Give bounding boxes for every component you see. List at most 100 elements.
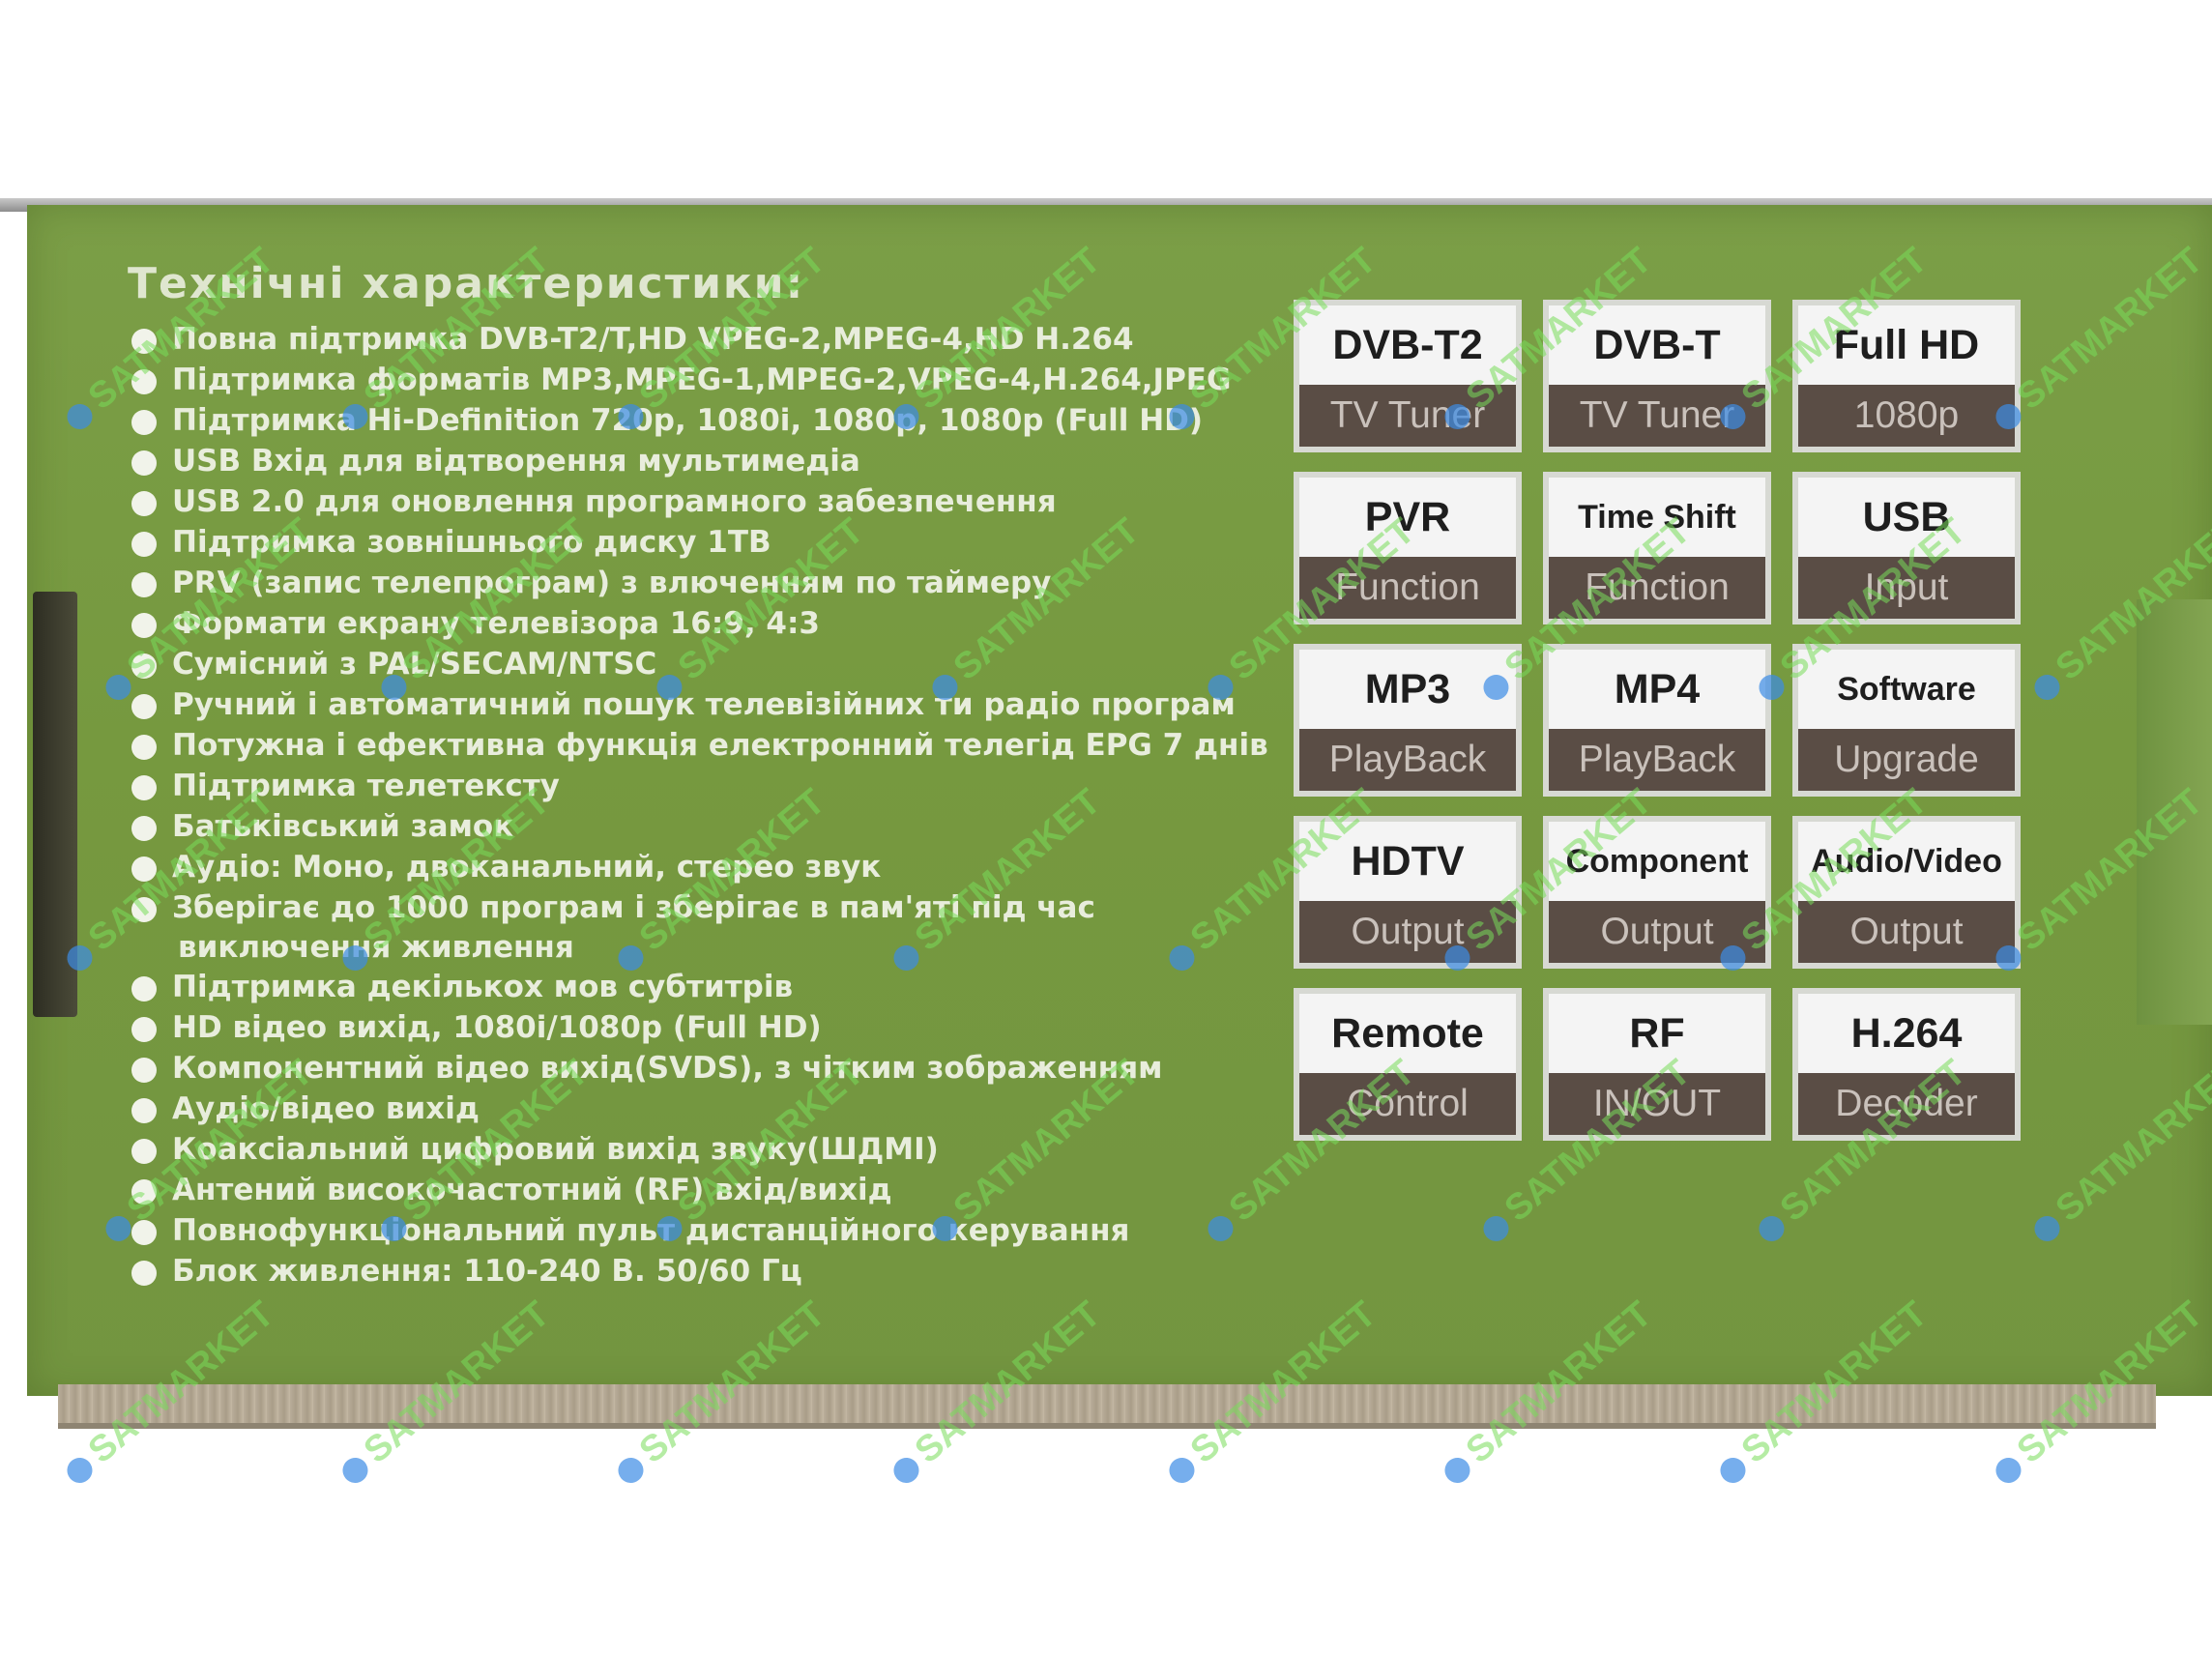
satellite-dish-icon <box>1715 1452 1751 1489</box>
spec-item: Підтримка декількох мов субтитрів <box>128 967 1288 1007</box>
box-right-flap <box>2137 599 2212 1025</box>
feature-sub: Output <box>1600 911 1714 952</box>
bullet-icon <box>131 450 157 476</box>
feature-name: Remote <box>1299 994 1516 1073</box>
bullet-icon <box>131 1220 157 1245</box>
spec-item: Повнофункціональний пульт дистанційного … <box>128 1210 1288 1251</box>
bullet-icon <box>131 1139 157 1164</box>
spec-text: Підтримка форматів MP3,MPEG-1,MPEG-2,VPE… <box>172 363 1232 397</box>
feature-sub: TV Tuner <box>1579 394 1735 436</box>
feature-name: HDTV <box>1299 822 1516 901</box>
feature-sub: Input <box>1864 566 1949 608</box>
feature-sub: TV Tuner <box>1329 394 1486 436</box>
feature-name: Time Shift <box>1549 478 1765 557</box>
spec-item: Зберігає до 1000 програм і зберігає в па… <box>128 887 1288 928</box>
spec-text: Аудіо/відео вихід <box>172 1091 480 1126</box>
bullet-icon <box>131 369 157 394</box>
spec-text-continuation: виключення живлення <box>178 930 574 965</box>
satellite-dish-icon <box>337 1452 373 1489</box>
spec-item: Підтримка телетексту <box>128 766 1288 806</box>
feature-name: USB <box>1798 478 2015 557</box>
feature-tile: USB Input <box>1792 472 2021 624</box>
feature-name: Software <box>1798 650 2015 729</box>
bullet-icon <box>131 976 157 1002</box>
satellite-dish-icon <box>1164 1452 1200 1489</box>
spec-text: Підтримка телетексту <box>172 769 560 803</box>
bullet-icon <box>131 1098 157 1123</box>
feature-name: DVB-T <box>1549 305 1765 385</box>
bullet-icon <box>131 491 157 516</box>
feature-name: H.264 <box>1798 994 2015 1073</box>
spec-text: Блок живлення: 110-240 В. 50/60 Гц <box>172 1254 802 1289</box>
feature-name: PVR <box>1299 478 1516 557</box>
bullet-icon <box>131 1179 157 1205</box>
spec-item: Сумісний з PAL/SECAM/NTSC <box>128 644 1288 684</box>
bullet-icon <box>131 897 157 922</box>
spec-text: USB 2.0 для оновлення програмного забезп… <box>172 484 1057 519</box>
spec-item: Аудіо/відео вихід <box>128 1089 1288 1129</box>
bullet-icon <box>131 775 157 800</box>
bullet-icon <box>131 1261 157 1286</box>
spec-item: Формати екрану телевізора 16:9, 4:3 <box>128 603 1288 644</box>
spec-item: Підтримка зовнішнього диску 1TB <box>128 522 1288 563</box>
spec-text: Підтримка декількох мов субтитрів <box>172 970 794 1004</box>
satellite-dish-icon <box>888 1452 924 1489</box>
spec-item: Антений високочастотний (RF) вхід/вихід <box>128 1170 1288 1210</box>
feature-name: Full HD <box>1798 305 2015 385</box>
spec-item: Підтримка форматів MP3,MPEG-1,MPEG-2,VPE… <box>128 360 1288 400</box>
spec-text: Антений високочастотний (RF) вхід/вихід <box>172 1173 892 1207</box>
feature-sub: Control <box>1347 1083 1469 1124</box>
spec-item: USB Вхід для відтворення мультимедіа <box>128 441 1288 481</box>
satellite-dish-icon <box>613 1452 649 1489</box>
spec-item: USB 2.0 для оновлення програмного забезп… <box>128 481 1288 522</box>
spec-list: Повна підтримка DVB-T2/T,HD VPEG-2,MPEG-… <box>128 319 1288 1292</box>
spec-item: PRV (запис телепрограм) з влюченням по т… <box>128 563 1288 603</box>
spec-text: Зберігає до 1000 програм і зберігає в па… <box>172 890 1095 925</box>
bullet-icon <box>131 735 157 760</box>
spec-text: Батьківський замок <box>172 809 514 844</box>
spec-item: Блок живлення: 110-240 В. 50/60 Гц <box>128 1251 1288 1292</box>
spec-text: Формати екрану телевізора 16:9, 4:3 <box>172 606 820 641</box>
feature-sub: Output <box>1849 911 1964 952</box>
spec-text: HD відео вихід, 1080i/1080p (Full HD) <box>172 1010 822 1045</box>
feature-sub: 1080p <box>1853 394 1960 436</box>
spec-item: HD відео вихід, 1080i/1080p (Full HD) <box>128 1007 1288 1048</box>
spec-text: Потужна і ефективна функція електронний … <box>172 728 1268 763</box>
specs-title: Технічні характеристики: <box>128 259 805 308</box>
feature-name: Audio/Video <box>1798 822 2015 901</box>
feature-sub: IN/OUT <box>1592 1083 1722 1124</box>
feature-name: DVB-T2 <box>1299 305 1516 385</box>
spec-item: Компонентний відео вихід(SVDS), з чітким… <box>128 1048 1288 1089</box>
spec-text: Аудіо: Моно, двоканальний, стерео звук <box>172 850 882 885</box>
feature-grid: DVB-T2 TV Tuner DVB-T TV Tuner Full HD 1080… <box>1294 300 2028 1141</box>
spec-item: Підтримка Hi-Definition 720p, 1080i, 108… <box>128 400 1288 441</box>
feature-sub: Output <box>1351 911 1465 952</box>
spec-text: Повнофункціональний пульт дистанційного … <box>172 1213 1130 1248</box>
spec-text: Компонентний відео вихід(SVDS), з чітким… <box>172 1051 1163 1086</box>
spec-text: Підтримка зовнішнього диску 1TB <box>172 525 771 560</box>
bullet-icon <box>131 329 157 354</box>
bullet-icon <box>131 532 157 557</box>
feature-sub: PlayBack <box>1328 739 1487 780</box>
bullet-icon <box>131 613 157 638</box>
spec-text: USB Вхід для відтворення мультимедіа <box>172 444 860 479</box>
satellite-dish-icon <box>1991 1452 2026 1489</box>
satellite-dish-icon <box>1440 1452 1475 1489</box>
spec-item: Ручний і автоматичний пошук телевізійних… <box>128 684 1288 725</box>
feature-name: Component <box>1549 822 1765 901</box>
spec-text: Підтримка Hi-Definition 720p, 1080i, 108… <box>172 403 1204 438</box>
bullet-icon <box>131 410 157 435</box>
feature-tile: DVB-T TV Tuner <box>1543 300 1771 452</box>
bullet-icon <box>131 653 157 679</box>
spec-text: Коаксіальний цифровий вихід звуку(ШДМІ) <box>172 1132 939 1167</box>
bullet-icon <box>131 1017 157 1042</box>
spec-item: Коаксіальний цифровий вихід звуку(ШДМІ) <box>128 1129 1288 1170</box>
